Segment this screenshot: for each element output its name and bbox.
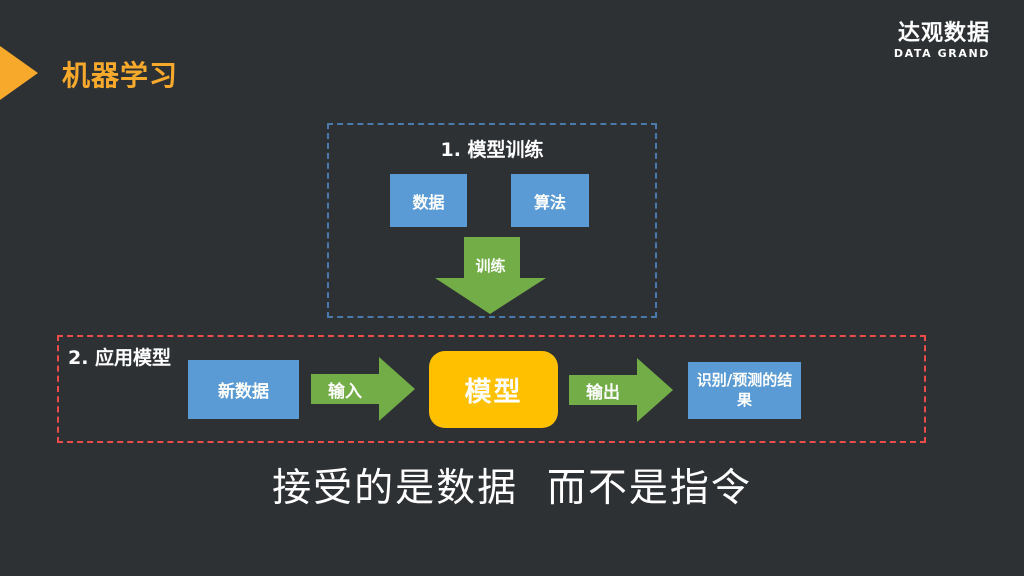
logo-english-name: DATA GRAND	[893, 47, 990, 60]
train-arrow: 训练	[435, 237, 546, 314]
right-arrow-icon	[311, 357, 415, 421]
slide-caption: 接受的是数据 而不是指令	[272, 466, 752, 511]
logo-chinese-name: 达观数据	[897, 21, 990, 46]
right-arrow-icon	[569, 358, 673, 422]
data-node: 数据	[390, 174, 467, 227]
input-arrow-label: 输入	[328, 381, 362, 402]
algorithm-node: 算法	[511, 174, 589, 227]
new-data-node: 新数据	[188, 360, 299, 419]
down-arrow-icon	[435, 237, 546, 314]
result-node: 识别/预测的结果	[688, 362, 801, 419]
model-node: 模型	[429, 351, 558, 428]
output-arrow: 输出	[569, 358, 673, 422]
output-arrow-label: 输出	[586, 382, 620, 403]
apply-section-box: 2. 应用模型 新数据 输入 模型 输出 识别/预测的结果	[57, 335, 926, 443]
company-logo: 达观数据 DATA GRAND	[893, 21, 990, 60]
accent-triangle-icon	[0, 46, 38, 100]
training-section-box: 1. 模型训练 数据 算法 训练	[327, 123, 657, 318]
input-arrow: 输入	[311, 357, 415, 421]
page-title: 机器学习	[62, 59, 179, 92]
train-arrow-label: 训练	[475, 257, 506, 275]
training-section-title: 1. 模型训练	[440, 139, 544, 161]
apply-section-title: 2. 应用模型	[68, 347, 172, 369]
